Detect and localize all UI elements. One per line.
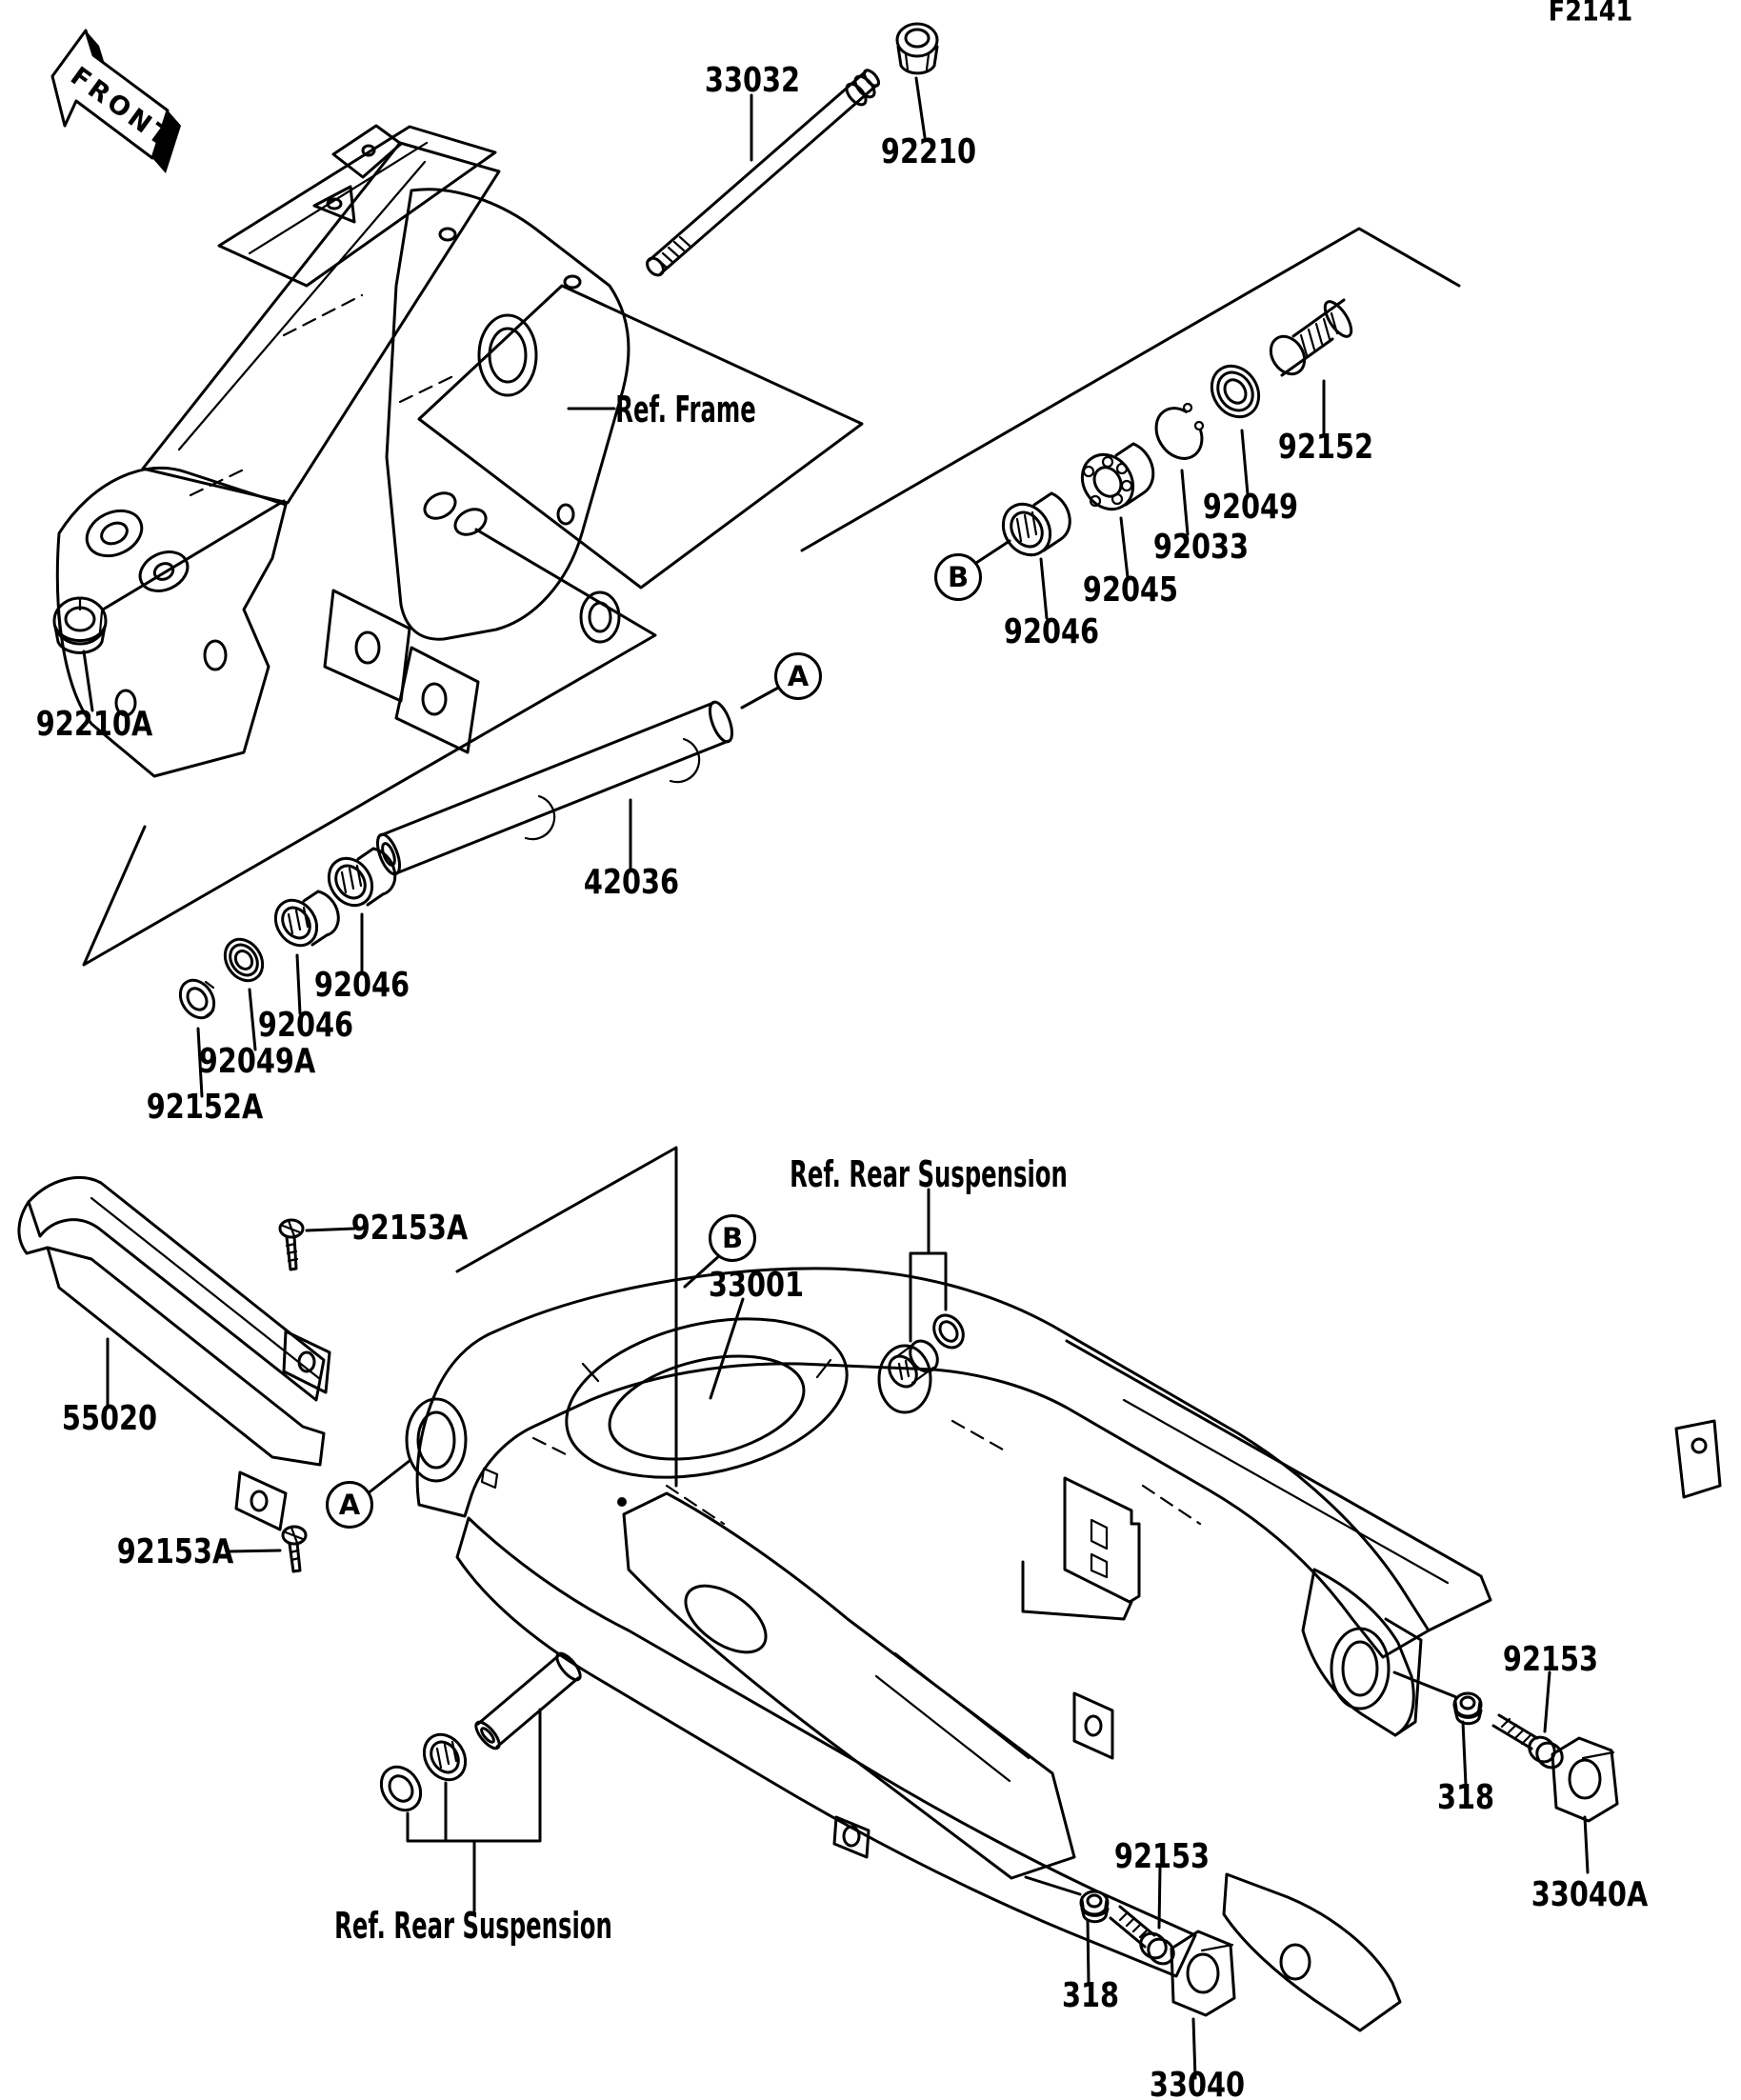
label-92152: 92152 (1277, 428, 1374, 467)
label-33001: 33001 (708, 1266, 805, 1305)
figure-code: F2141 (1548, 0, 1633, 29)
label-92210: 92210 (880, 132, 977, 171)
adjuster-right (1452, 1691, 1619, 1823)
chain-guide-55020 (17, 1175, 331, 1531)
section-marker-B-swingarm: B (709, 1214, 756, 1262)
label-92210A: 92210A (35, 705, 153, 744)
section-marker-B-bearings: B (934, 553, 982, 601)
label-92046-mid1: 92046 (313, 966, 410, 1005)
section-marker-A-axle: A (774, 652, 822, 700)
bearing-group-upper (1001, 298, 1353, 557)
screw-92153A-upper (278, 1218, 305, 1271)
label-92153-middle: 92153 (1113, 1837, 1211, 1876)
label-92152A: 92152A (146, 1088, 264, 1127)
rear-suspension-parts-upper (888, 1313, 965, 1389)
rear-suspension-parts-lower (379, 1651, 582, 1812)
label-92049A: 92049A (198, 1042, 316, 1081)
label-318-right: 318 (1436, 1778, 1495, 1817)
label-ref-rear-suspension-lower: Ref. Rear Suspension (334, 1905, 612, 1947)
label-33040: 33040 (1149, 2066, 1246, 2100)
label-92153A-lower: 92153A (116, 1532, 234, 1571)
flange-nut-92210A (52, 596, 108, 654)
adjuster-middle (1079, 1890, 1236, 2017)
label-92153-right: 92153 (1502, 1640, 1599, 1679)
label-33040A: 33040A (1531, 1875, 1649, 1914)
leader-lines (82, 76, 1590, 2080)
cap-nut-92210 (895, 22, 939, 75)
label-318-middle: 318 (1061, 1976, 1120, 2015)
bearing-group-middle (178, 700, 734, 1020)
label-92153A-upper: 92153A (350, 1209, 469, 1248)
label-ref-frame: Ref. Frame (615, 389, 756, 430)
pivot-shaft-33032 (646, 69, 881, 277)
label-42036: 42036 (583, 863, 680, 902)
label-92045: 92045 (1082, 570, 1179, 610)
label-33032: 33032 (704, 61, 801, 100)
section-indicator-lines (82, 227, 1461, 1488)
label-92049: 92049 (1202, 488, 1299, 527)
label-55020: 55020 (61, 1399, 158, 1438)
label-92046-upper: 92046 (1003, 612, 1100, 651)
label-92046-mid2: 92046 (257, 1006, 354, 1045)
label-ref-rear-suspension-upper: Ref. Rear Suspension (790, 1153, 1068, 1195)
screw-92153A-lower (281, 1525, 308, 1573)
section-marker-A-swingarm: A (326, 1481, 373, 1529)
label-92033: 92033 (1152, 528, 1250, 567)
